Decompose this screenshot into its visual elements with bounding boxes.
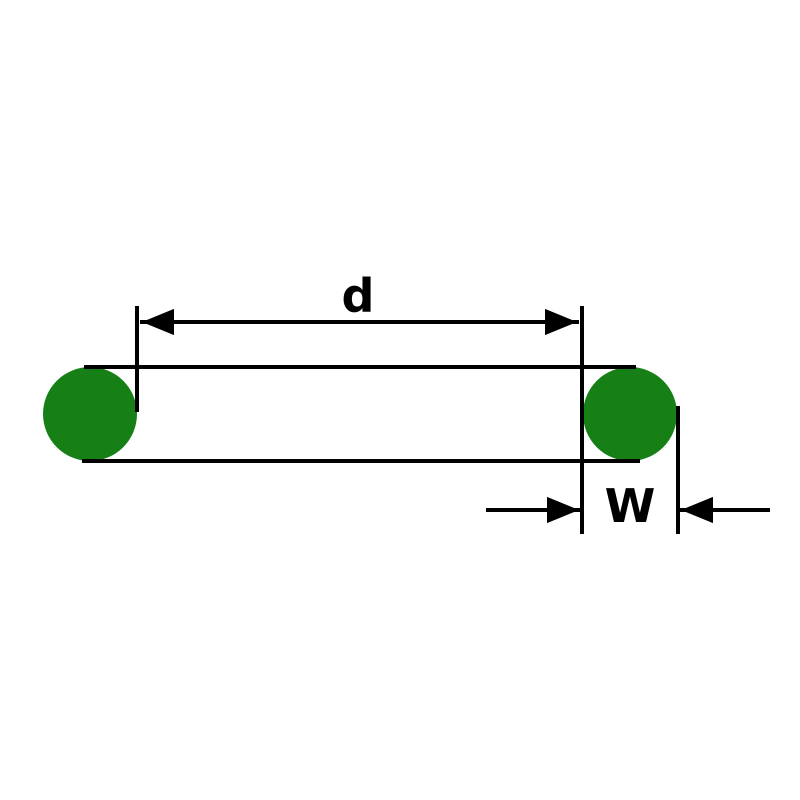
- oring-cross-section-right: [583, 367, 677, 461]
- dimension-lines-group: [82, 306, 770, 534]
- oring-cross-section-left: [43, 367, 137, 461]
- cross-section-width-label: W: [605, 479, 656, 533]
- inner-diameter-label: d: [342, 269, 375, 323]
